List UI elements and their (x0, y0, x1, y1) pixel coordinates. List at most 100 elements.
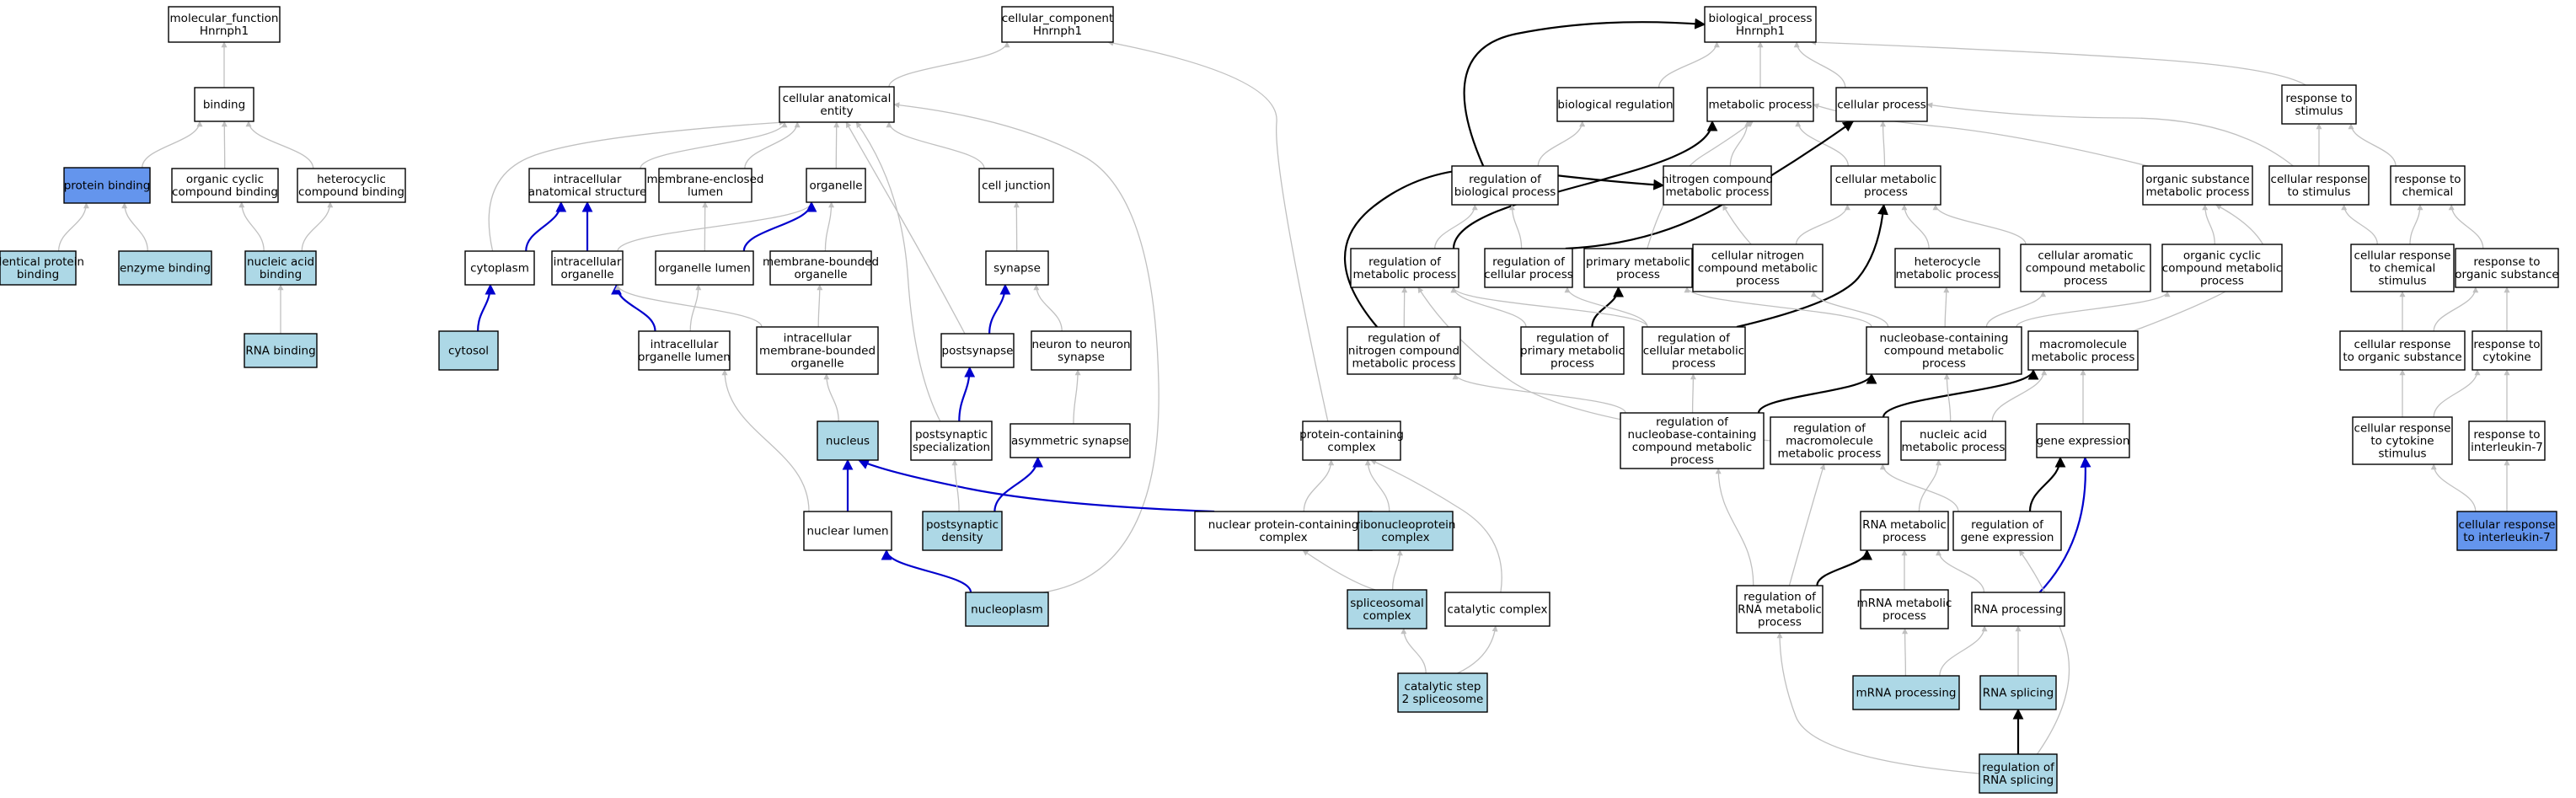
edge-regulates-regbio-to-bp (1463, 18, 1706, 167)
go-term-node-cellproc: cellular process (1835, 87, 1928, 122)
go-term-box (1860, 589, 1949, 629)
go-term-box (1484, 248, 1573, 288)
go-term-label: process (1882, 609, 1926, 623)
edge-is-a-cmp-to-metab (1795, 121, 1849, 167)
go-term-label: primary metabolic (1586, 255, 1690, 269)
edge-is-a-cmp-to-cellproc (1880, 121, 1887, 167)
go-term-box (1706, 87, 1814, 122)
edge-is-a-mel-to-cae (744, 121, 801, 169)
edge-is-a-nucleus-to-imbo (823, 373, 839, 422)
go-term-box (965, 592, 1049, 627)
go-term-label: nucleic acid (247, 255, 314, 269)
go-term-label: molecular_function (170, 12, 279, 25)
go-term-label: response to (2473, 338, 2540, 351)
go-term-label: specialization (913, 441, 990, 454)
go-term-label: binding (260, 268, 302, 281)
go-term-label: RNA processing (1974, 603, 2063, 617)
go-term-box (638, 330, 731, 371)
go-term-box (1852, 675, 1960, 710)
go-term-label: cell junction (982, 179, 1051, 193)
go-term-box (2350, 244, 2455, 292)
go-term-box (1347, 326, 1461, 375)
go-term-box (2268, 165, 2370, 206)
edge-is-a-enzbind-to-protbind (121, 202, 148, 252)
go-term-label: cellular response (2271, 173, 2368, 186)
go-term-label: compound metabolic (2026, 262, 2145, 276)
edge-is-a-icol-to-orglumen (689, 284, 702, 332)
go-term-label: organic cyclic (2183, 249, 2261, 263)
go-term-label: synapse (993, 262, 1041, 276)
go-term-label: compound binding (172, 185, 278, 199)
go-term-label: gene expression (2037, 435, 2130, 448)
go-term-label: cellular_component (1002, 12, 1113, 25)
go-term-box (118, 250, 212, 286)
edge-is-a-nucleoplasm-to-cae (893, 102, 1159, 593)
edge-regulates-regncmp-to-ncmp (1343, 168, 1665, 328)
go-term-box (978, 168, 1054, 203)
go-term-label: heterocycle (1915, 255, 1981, 269)
go-term-box (1001, 6, 1114, 43)
edge-is-a-primmet-to-metab (1647, 121, 1754, 249)
go-term-box (817, 420, 879, 461)
edge-is-a-mrnaproc-to-rnaproc (1939, 625, 1988, 677)
edge-part-of-npcc-to-nucleus (858, 458, 1215, 513)
go-term-label: regulation of (1469, 173, 1542, 186)
go-term-label: to cytokine (2370, 435, 2434, 448)
edge-is-a-nbcmp-to-primmet (1684, 287, 1872, 328)
edge-is-a-icorg-to-organelle (617, 201, 815, 252)
go-term-label: complex (1381, 531, 1429, 544)
go-term-label: to interleukin-7 (2463, 531, 2551, 544)
go-term-box (910, 420, 993, 461)
go-term-node-nuclumen: nuclear lumen (803, 511, 892, 551)
go-term-node-protbind: protein binding (63, 167, 151, 204)
go-term-box (2036, 423, 2130, 458)
go-term-label: protein-containing (1299, 428, 1404, 442)
edge-is-a-cellproc-to-bp (1793, 41, 1846, 88)
go-term-box (2455, 248, 2559, 288)
go-term-label: regulation of (1793, 422, 1866, 436)
go-term-node-nucleoplasm: nucleoplasm (965, 592, 1049, 627)
edge-regulates-regmacro-to-macromet (1882, 368, 2039, 418)
go-term-label: nitrogen compound (1662, 173, 1773, 186)
edge-is-a-asymsyn-to-n2n (1073, 369, 1081, 425)
go-term-label: process (1736, 275, 1780, 288)
go-term-box (1350, 248, 1459, 288)
go-term-node-regnbc: regulation ofnucleobase-containingcompou… (1620, 412, 1765, 469)
go-term-box (1451, 165, 1559, 206)
go-term-label: response to (2473, 428, 2540, 442)
edge-is-a-crchem-to-crstim (2341, 204, 2378, 245)
go-term-label: Hnrnph1 (1736, 24, 1785, 38)
go-term-label: interleukin-7 (2471, 441, 2543, 454)
go-term-label: regulation of (1658, 332, 1731, 345)
edge-is-a-nuclumen-to-icol (721, 369, 810, 512)
edge-is-a-cae-to-cc (888, 41, 1010, 88)
edge-is-a-regsplice-to-regrnamet (1776, 632, 1980, 774)
go-term-label: cytosol (448, 345, 489, 358)
go-term-label: density (941, 531, 983, 544)
go-term-label: metabolic process (2146, 185, 2250, 199)
go-term-box (63, 167, 151, 204)
go-term-label: regulation of (1368, 332, 1441, 345)
go-term-node-binding: binding (194, 87, 254, 122)
go-term-label: cellular response (2459, 518, 2556, 532)
go-term-node-mrnaproc: mRNA processing (1852, 675, 1960, 710)
go-term-label: RNA splicing (1983, 687, 2054, 700)
go-term-label: organelle (790, 357, 843, 371)
